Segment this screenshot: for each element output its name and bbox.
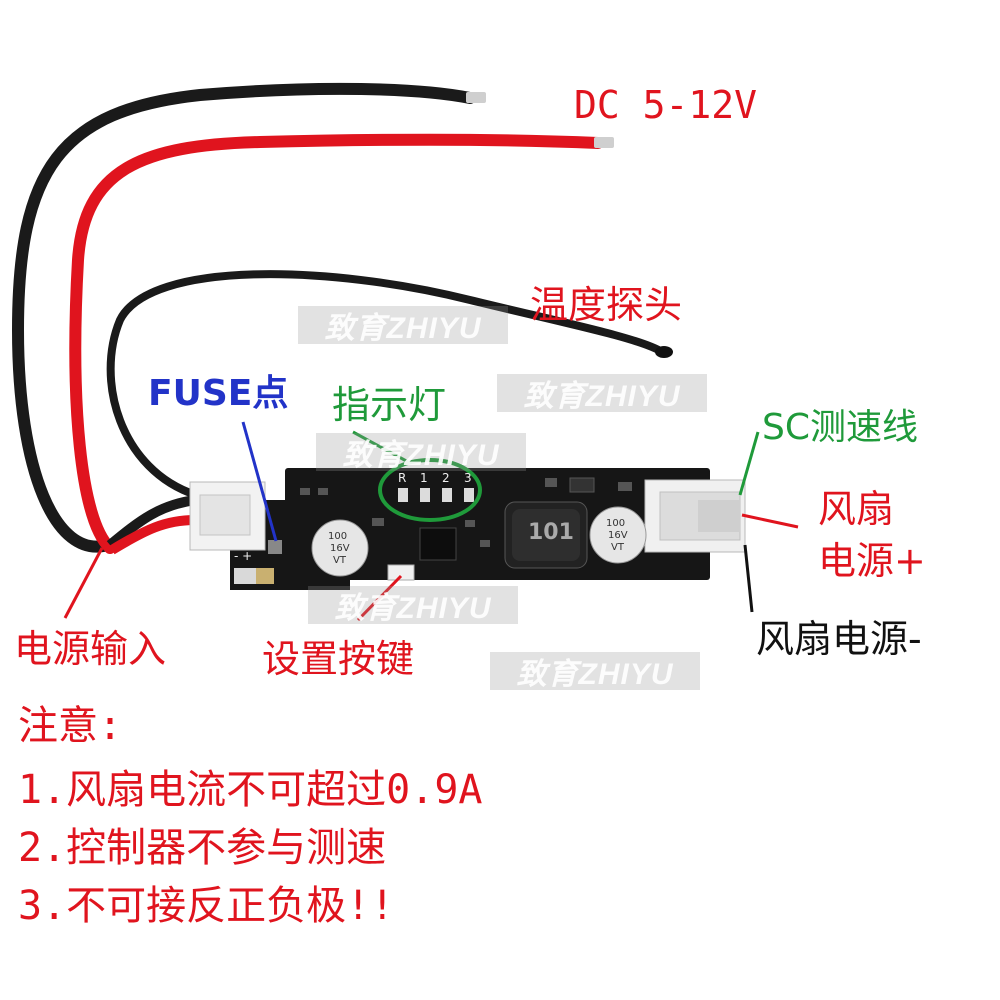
input-polarity-marking: - + <box>234 549 253 563</box>
led-1 <box>420 488 430 502</box>
cap-right-voltage: 16V <box>608 530 628 541</box>
watermark: 致育ZHIYU <box>316 433 526 472</box>
temp-probe-head <box>655 346 673 358</box>
note-item-3: 3.不可接反正负极!! <box>18 883 395 929</box>
fan-minus-pointer <box>743 544 754 613</box>
capacitor-left <box>311 519 369 577</box>
fuse-pointer <box>241 421 278 542</box>
input-wire-stub-red <box>109 515 196 555</box>
note-item-2: 2.控制器不参与测速 <box>18 825 387 871</box>
cap-right-brand: VT <box>611 542 624 553</box>
fan-plus-pointer <box>741 513 799 529</box>
led-label-2: 2 <box>442 471 450 485</box>
red-wire-tip <box>594 137 614 148</box>
temp-probe-label: 温度探头 <box>530 283 683 327</box>
input-pad-minus <box>234 568 256 584</box>
power-input-label: 电源输入 <box>14 627 167 671</box>
power-input-pointer <box>63 547 104 619</box>
cap-right-value: 100 <box>606 518 626 529</box>
set-button <box>387 564 415 581</box>
watermark: 致育ZHIYU <box>497 374 707 413</box>
led-label-1: 1 <box>420 471 428 485</box>
led-2 <box>442 488 452 502</box>
indicator-label: 指示灯 <box>332 383 447 427</box>
watermark: 致育ZHIYU <box>490 652 700 691</box>
fuse-pad <box>268 540 282 554</box>
cap-left-brand: VT <box>333 555 346 566</box>
led-label-r: R <box>398 471 407 485</box>
fan-power-minus-label: 风扇电源- <box>756 617 922 661</box>
voltage-label: DC 5-12V <box>574 83 758 127</box>
led-r <box>398 488 408 502</box>
set-button-pointer <box>356 574 403 622</box>
note-item-1: 1.风扇电流不可超过0.9A <box>18 767 483 813</box>
cap-left-value: 100 <box>328 531 348 542</box>
input-wire-stub <box>106 495 196 549</box>
watermark: 致育ZHIYU <box>298 306 508 345</box>
watermark: 致育ZHIYU <box>308 586 518 625</box>
input-pad-plus <box>256 568 274 584</box>
indicator-pointer <box>352 430 411 465</box>
indicator-highlight <box>378 458 482 522</box>
led-label-3: 3 <box>464 471 472 485</box>
fan-power-plus-label-2: 电源+ <box>818 539 926 583</box>
inductor-marking: 101 <box>528 520 574 545</box>
sc-line-label: SC测速线 <box>762 407 918 448</box>
temp-probe-wire <box>106 270 666 499</box>
led-3 <box>464 488 474 502</box>
fan-power-plus-label-1: 风扇 <box>818 487 895 531</box>
fuse-label: FUSE点 <box>148 373 289 414</box>
black-wire-tip <box>466 92 486 103</box>
capacitor-right <box>589 506 647 564</box>
set-button-label: 设置按键 <box>262 637 415 681</box>
cap-left-voltage: 16V <box>330 543 350 554</box>
sc-pointer <box>738 431 760 496</box>
red-power-wire <box>69 133 604 554</box>
black-power-wire <box>11 82 476 553</box>
controller-chip <box>419 527 457 561</box>
notes-title: 注意: <box>18 703 123 749</box>
